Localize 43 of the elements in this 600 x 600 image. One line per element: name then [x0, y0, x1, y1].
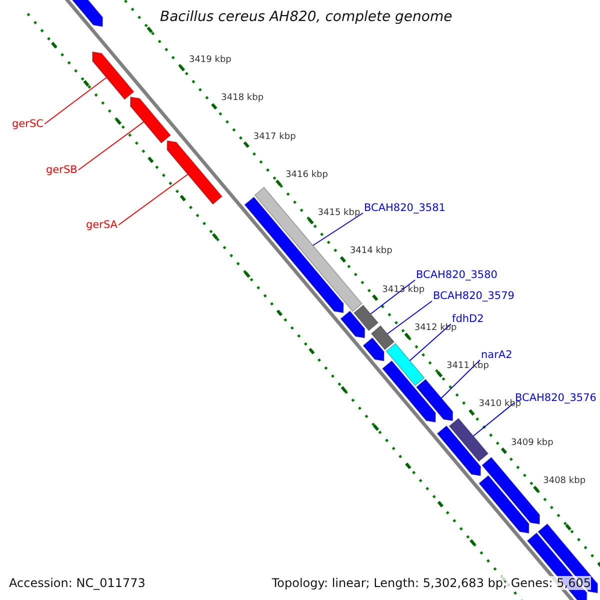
gene-bar: [340, 310, 366, 338]
leader-line: [118, 174, 188, 226]
gene-label: gerSB: [46, 163, 78, 177]
gene-bar: [386, 342, 425, 386]
scale-label: 3418 kbp: [221, 93, 264, 104]
gene-label: BCAH820_3580: [416, 268, 498, 282]
gene-label: gerSA: [86, 218, 118, 232]
leader-line: [78, 122, 144, 170]
gene-label: narA2: [481, 348, 512, 362]
gene-label: BCAH820_3579: [433, 289, 514, 303]
gene-label: fdhD2: [452, 312, 484, 326]
gene-bar: [244, 196, 344, 314]
scale-label: 3414 kbp: [350, 246, 392, 258]
leader-line: [472, 402, 514, 436]
gene-bar: [436, 425, 482, 476]
leader-line: [370, 280, 416, 314]
genome-info-text: Topology: linear; Length: 5,302,683 bp; Genes: 5,605: [272, 576, 591, 590]
leader-line: [386, 300, 432, 334]
gene-bar: [92, 51, 134, 100]
genome-title: Bacillus cereus AH820, complete genome: [160, 9, 452, 25]
scale-label: 3411 kbp: [446, 361, 489, 372]
scale-label: 3415 kbp: [318, 208, 360, 220]
accession-text: Accession: NC_011773: [9, 576, 146, 590]
leader-line: [409, 324, 452, 362]
leader-line: [440, 360, 480, 399]
leader-line: [44, 77, 107, 124]
scale-label: 3416 kbp: [286, 170, 328, 181]
gene-label: gerSC: [12, 117, 44, 131]
gene-bar: [416, 378, 454, 422]
gene-bar: [353, 304, 379, 332]
scale-label: 3417 kbp: [253, 132, 296, 143]
scale-label: 3408 kbp: [543, 476, 586, 487]
gene-bar: [481, 456, 540, 525]
gene-bar: [370, 325, 395, 350]
gene-bar: [448, 418, 489, 462]
gene-bar: [478, 474, 530, 534]
scale-label: 3409 kbp: [510, 438, 554, 449]
leader-line: [312, 212, 364, 246]
gene-bar: [130, 96, 172, 144]
gene-label: BCAH820_3581: [364, 201, 446, 215]
gene-bar: [166, 140, 223, 205]
gene-bar: [362, 337, 384, 362]
scale-label: 3419 kbp: [188, 55, 232, 66]
